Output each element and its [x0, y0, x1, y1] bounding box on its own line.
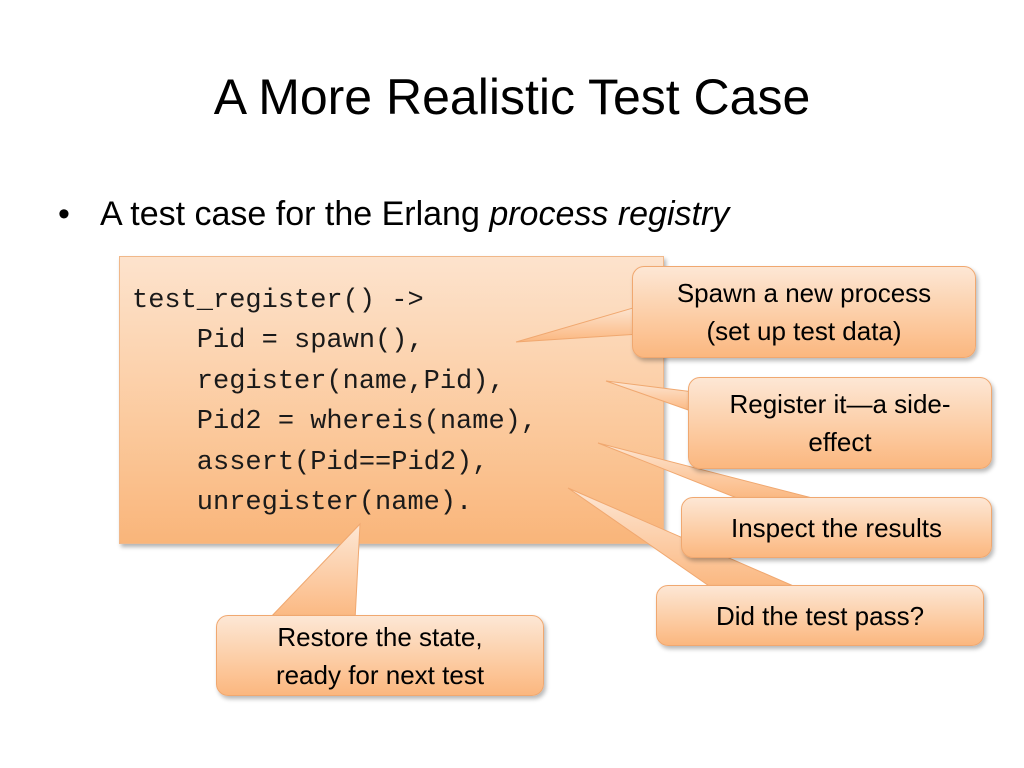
callout-inspect-line1: Inspect the results: [731, 512, 942, 543]
callout-spawn-line2: (set up test data): [706, 316, 902, 346]
callout-register-line2: effect: [808, 427, 872, 457]
code-line: test_register() ->: [132, 286, 424, 316]
code-line: assert(Pid==Pid2),: [132, 448, 489, 478]
code-line: Pid = spawn(),: [132, 326, 424, 356]
bullet-marker: •: [58, 195, 70, 233]
callout-restore: Restore the state, ready for next test: [216, 615, 544, 696]
bullet-item: • A test case for the Erlang process regi…: [58, 192, 729, 236]
bullet-text: A test case for the Erlang: [100, 195, 490, 233]
code-line: unregister(name).: [132, 488, 473, 518]
callout-spawn-line1: Spawn a new process: [676, 278, 932, 308]
bullet-text-emphasis: process registry: [489, 195, 730, 233]
callout-pass: Did the test pass?: [656, 585, 984, 646]
code-line: register(name,Pid),: [132, 367, 505, 397]
slide-title: A More Realistic Test Case: [213, 69, 811, 125]
callout-register: Register it—a side- effect: [688, 377, 992, 469]
callout-register-line1: Register it—a side-: [729, 389, 951, 419]
callout-restore-line1: Restore the state,: [277, 621, 483, 652]
callout-inspect: Inspect the results: [681, 497, 992, 558]
callout-restore-line2: ready for next test: [275, 659, 485, 690]
callout-spawn: Spawn a new process (set up test data): [632, 266, 976, 358]
callout-pass-line1: Did the test pass?: [715, 600, 925, 631]
code-line: Pid2 = whereis(name),: [132, 407, 538, 437]
code-block: test_register() -> Pid = spawn(), regist…: [119, 256, 664, 544]
